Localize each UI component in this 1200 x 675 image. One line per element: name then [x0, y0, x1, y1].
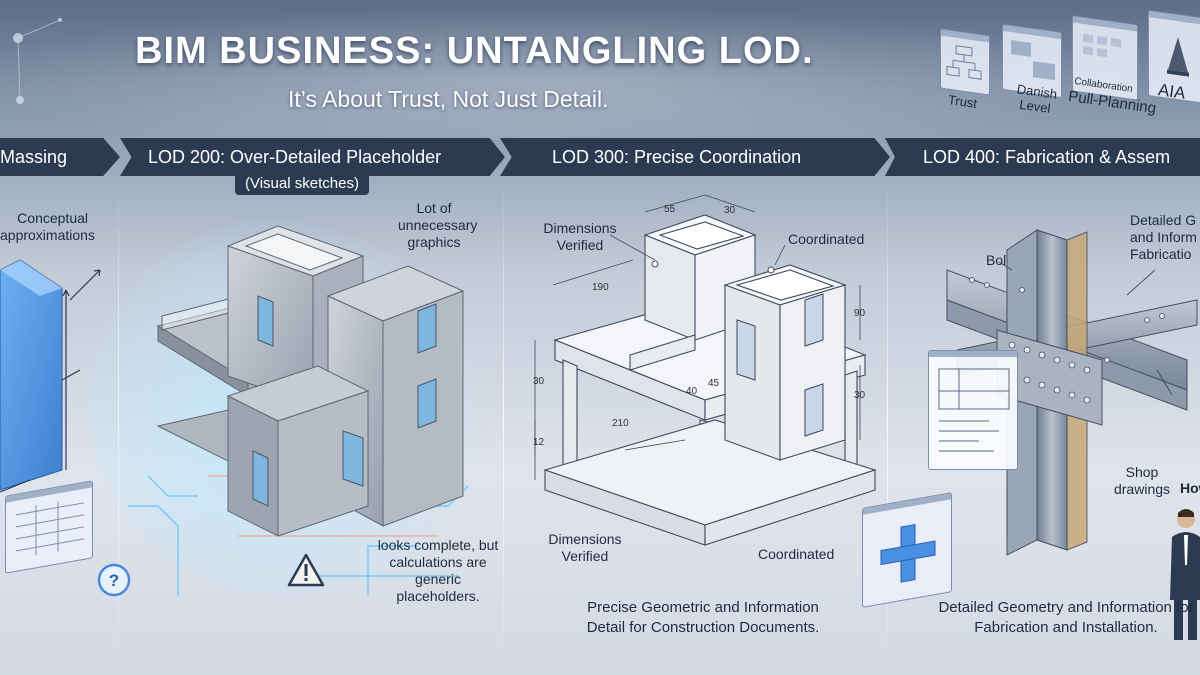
aia-emblem-icon	[1167, 37, 1189, 77]
lod200-building	[88, 216, 488, 596]
svg-text:?: ?	[109, 571, 119, 590]
dim-30-left: 30	[533, 376, 545, 387]
shop-drawing-sheet	[928, 350, 1018, 470]
massing-callout: Conceptual approximations	[0, 210, 95, 243]
lod300-callout-dims-top: Dimensions Verified	[543, 220, 617, 253]
card-label-trust: Trust	[947, 92, 979, 111]
chevron-massing-label: Massing	[0, 146, 68, 167]
dim-190: 190	[592, 282, 609, 293]
lod400-callout-how: How	[1180, 480, 1200, 496]
network-dots-icon	[13, 18, 62, 104]
card-label-danish: Danish Level	[1006, 80, 1066, 118]
card-label-aia: AIA	[1156, 80, 1187, 103]
lod200-callout: Lot of unnecessary graphics	[398, 200, 478, 250]
question-icon: ?	[97, 563, 131, 597]
lod400-callout-detailed: Detailed G and Inform Fabricatio	[1130, 212, 1197, 262]
lod300-caption: Precise Geometric and Information Detail…	[586, 599, 820, 636]
chevron-lod300: LOD 300: Precise Coordination	[500, 138, 890, 176]
drawing-lines	[938, 368, 1010, 452]
lod400-callout-shop: Shop drawings	[1113, 464, 1171, 497]
lod400-caption: Detailed Geometry and Information for Fa…	[938, 599, 1194, 636]
detail-card	[862, 492, 952, 608]
collab-card	[1072, 15, 1138, 101]
dim-40: 40	[686, 386, 698, 397]
chevron-lod200: LOD 200: Over-Detailed Placeholder	[120, 138, 505, 176]
aia-card	[1148, 9, 1200, 105]
dim-55: 55	[664, 204, 676, 215]
hero-glow	[0, 0, 1200, 140]
lod300-callout-coord-top: Coordinated	[788, 231, 865, 247]
chevron-massing: Massing	[0, 138, 120, 176]
top-right-cards: Trust Danish Level Collaboration Pull-Pl…	[930, 9, 1200, 140]
massing-block	[0, 259, 101, 493]
lod300-callout-coord-bottom: Coordinated	[758, 546, 835, 562]
dim-90: 90	[854, 308, 866, 319]
lod200-badge: (Visual sketches)	[235, 172, 369, 195]
chevron-lod300-label: LOD 300: Precise Coordination	[552, 146, 802, 167]
page-subtitle: It’s About Trust, Not Just Detail.	[288, 86, 609, 112]
document-icon	[1011, 40, 1055, 81]
grid-icon	[1083, 33, 1121, 58]
chevron-lod200-label: LOD 200: Over-Detailed Placeholder	[148, 146, 442, 167]
lod400-steel-assembly	[946, 229, 1198, 556]
lod300-building	[534, 194, 877, 546]
danish-card	[1002, 23, 1062, 99]
lod300-callout-dims-bottom: Dimensions Verified	[548, 531, 622, 564]
warning-icon	[287, 553, 325, 587]
dim-45: 45	[708, 378, 720, 389]
flowchart-icon	[946, 45, 982, 80]
joint-detail-icon	[880, 524, 936, 583]
spreadsheet-icon	[5, 480, 93, 574]
lod200-caption: looks complete, but calculations are gen…	[377, 537, 499, 604]
divider-3	[887, 176, 888, 675]
chevron-lod400: LOD 400: Fabrication & Assem	[885, 138, 1200, 176]
trust-card	[940, 28, 990, 96]
card-label-danish-text: Danish Level	[1015, 81, 1059, 117]
dim-12: 12	[533, 437, 545, 448]
chevron-lod400-label: LOD 400: Fabrication & Assem	[923, 146, 1171, 167]
spreadsheet-grid	[16, 501, 84, 556]
dim-30-top: 30	[724, 205, 736, 216]
dim-210: 210	[612, 418, 629, 429]
person-icon	[1170, 509, 1200, 640]
page-title: BIM BUSINESS: UNTANGLING LOD.	[135, 30, 814, 72]
divider-2	[503, 176, 504, 675]
dim-30-right: 30	[854, 390, 866, 401]
